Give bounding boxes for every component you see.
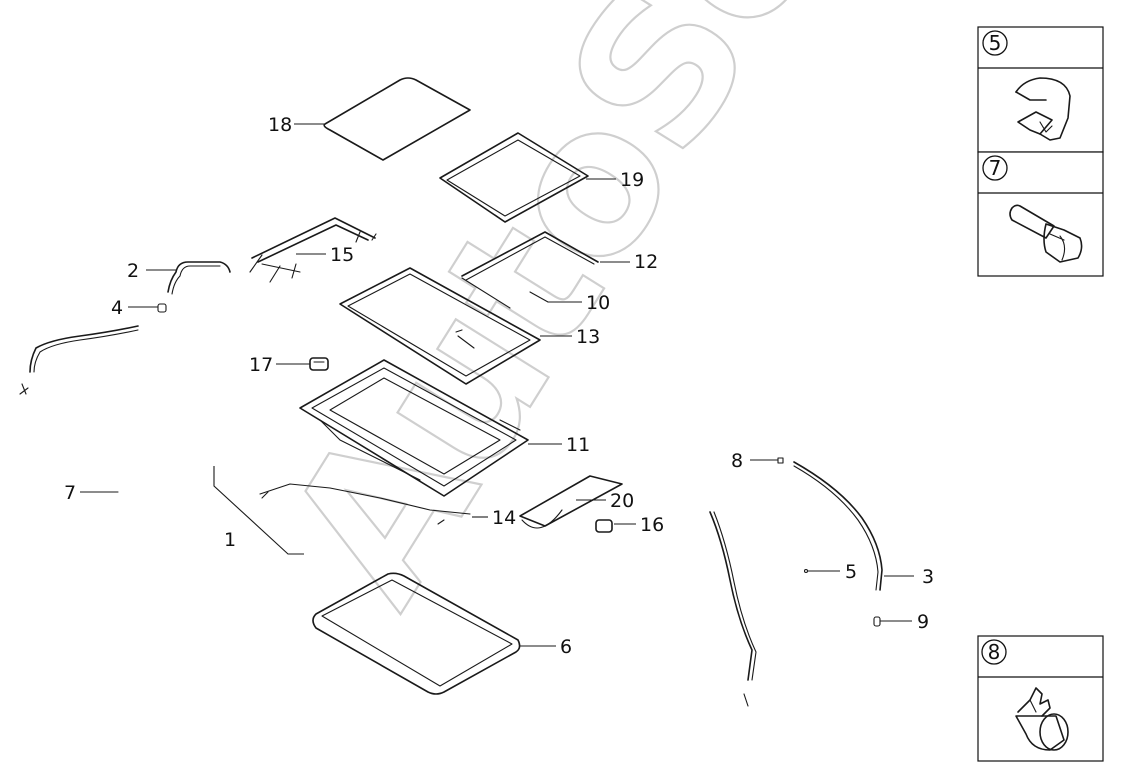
inset-7: 7 — [977, 151, 1104, 277]
callout-15: 15 — [330, 244, 354, 266]
part-6-outer-seal — [312, 572, 521, 695]
callout-6: 6 — [560, 636, 572, 658]
part-17-motor — [309, 357, 329, 371]
watermark: AutoSoft — [243, 0, 967, 640]
part-11-main-frame — [299, 359, 529, 497]
inset-7-label: 7 — [989, 156, 1002, 180]
callout-20: 20 — [610, 490, 634, 512]
callout-13: 13 — [576, 326, 600, 348]
callout-7: 7 — [64, 482, 76, 504]
part-5-screw — [803, 568, 809, 574]
callout-19: 19 — [620, 169, 644, 191]
part-12-side-rail — [461, 231, 599, 309]
inset-5-label: 5 — [989, 31, 1002, 55]
part-20-rear-panel — [519, 475, 623, 529]
clip-icon — [1015, 77, 1071, 141]
callout-17: 17 — [249, 354, 273, 376]
screw-near-13 — [455, 329, 475, 349]
part-13-seal-frame — [339, 267, 541, 385]
callout-11: 11 — [566, 434, 590, 456]
callout-5: 5 — [845, 561, 857, 583]
leader-lines — [80, 123, 914, 647]
callout-14: 14 — [492, 507, 516, 529]
callout-12: 12 — [634, 251, 658, 273]
part-4-clip — [157, 303, 167, 313]
part-16-motor — [595, 519, 613, 533]
inset-8-label: 8 — [988, 640, 1001, 664]
callout-labels: 18 19 12 10 13 15 2 4 17 11 7 14 20 16 1… — [64, 114, 934, 658]
part-18-glass-panel — [323, 77, 471, 161]
right-long-drain-hose — [709, 511, 757, 707]
callout-18: 18 — [268, 114, 292, 136]
callout-2: 2 — [127, 260, 139, 282]
inset-5: 5 — [977, 26, 1104, 153]
part-19-sunshade-frame — [439, 132, 589, 223]
callout-3: 3 — [922, 566, 934, 588]
part-1-bracket-lines — [213, 466, 304, 555]
inset-8: 8 — [977, 635, 1104, 762]
part-8-clip — [777, 457, 784, 464]
callout-10: 10 — [586, 292, 610, 314]
part-9-fitting — [873, 616, 881, 627]
part-2-drain-hose — [167, 261, 231, 295]
callout-16: 16 — [640, 514, 664, 536]
bolt-icon — [1009, 204, 1083, 263]
part-3-drain-hose — [793, 461, 883, 591]
callout-9: 9 — [917, 611, 929, 633]
callout-1: 1 — [224, 529, 236, 551]
left-drain-hose — [19, 325, 139, 395]
callout-4: 4 — [111, 297, 123, 319]
hose-clamp-icon — [1015, 687, 1069, 751]
part-14-cable — [259, 483, 471, 525]
part-15-rear-bracket — [249, 217, 377, 283]
part-10-pin — [529, 291, 549, 303]
callout-8: 8 — [731, 450, 743, 472]
